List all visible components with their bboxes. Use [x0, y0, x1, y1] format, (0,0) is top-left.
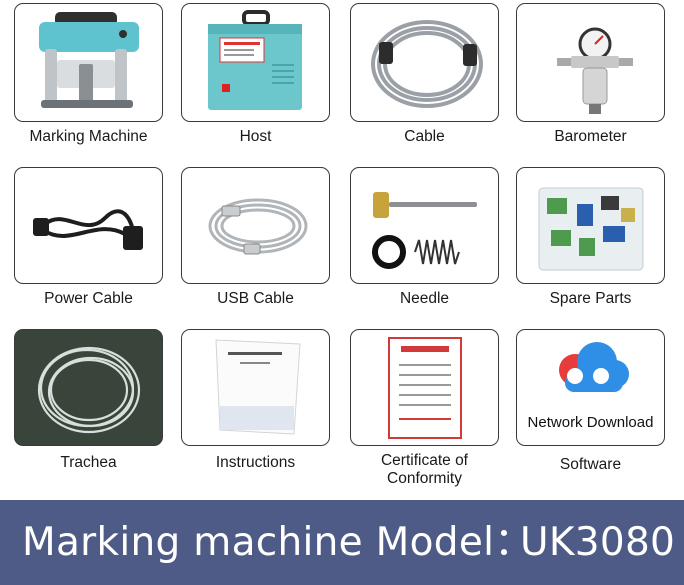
spare-parts-image	[516, 167, 665, 284]
host-image	[181, 3, 330, 122]
banner-model: UK3080	[520, 520, 676, 565]
cloud-download-icon	[559, 342, 629, 392]
caption-spare-parts: Spare Parts	[549, 290, 632, 307]
package-contents-grid: Marking Machine Host	[14, 3, 665, 487]
power-cable-image	[14, 167, 163, 284]
usb-cable-image	[181, 167, 330, 284]
caption-power-cable: Power Cable	[44, 290, 133, 307]
needle-image	[350, 167, 499, 284]
caption-certificate: Certificate of Conformity	[380, 452, 468, 487]
model-banner: Marking machine Model： UK3080	[0, 500, 684, 585]
instructions-image	[181, 329, 330, 446]
caption-host: Host	[239, 128, 272, 145]
software-image: Network Download	[516, 329, 665, 446]
caption-instructions: Instructions	[215, 454, 296, 471]
caption-cable: Cable	[404, 128, 445, 145]
caption-marking-machine: Marking Machine	[29, 128, 148, 145]
marking-machine-image	[14, 3, 163, 122]
cable-image	[350, 3, 499, 122]
barometer-image	[516, 3, 665, 122]
caption-trachea: Trachea	[60, 454, 117, 471]
certificate-image	[350, 329, 499, 446]
banner-prefix: Marking machine Model：	[22, 520, 534, 565]
caption-usb-cable: USB Cable	[217, 290, 294, 307]
caption-barometer: Barometer	[554, 128, 627, 145]
network-download-text: Network Download	[527, 414, 654, 431]
trachea-image	[14, 329, 163, 446]
caption-software: Software	[559, 456, 622, 473]
caption-needle: Needle	[399, 290, 450, 307]
